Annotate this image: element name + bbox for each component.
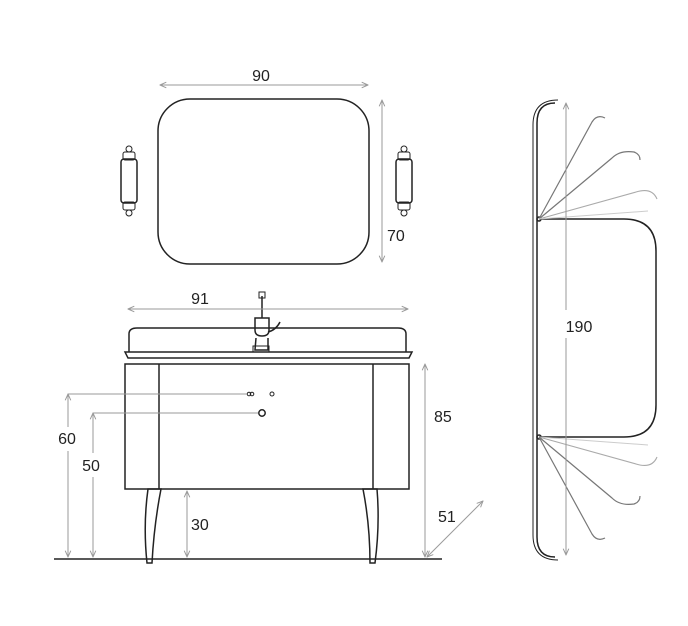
- mirror-group: 90 70: [157, 68, 405, 265]
- faucet: [252, 291, 281, 353]
- drain-high-leader: [67, 393, 247, 427]
- drain-high-label: 60: [58, 431, 76, 448]
- side-cabinet-profile: [539, 218, 657, 438]
- vanity-group: 91 85 51 30 60: [54, 291, 483, 564]
- side-view-group: 190: [532, 99, 658, 561]
- leg-left: [144, 488, 162, 564]
- lower-door-swing-arcs: [538, 436, 658, 540]
- vanity-depth-label: 51: [438, 509, 456, 526]
- drain-low-label: 50: [82, 458, 100, 475]
- countertop: [123, 351, 414, 359]
- mirror-height-label: 70: [387, 228, 405, 245]
- vanity-width-label: 91: [191, 291, 209, 308]
- vanity-depth-dimension-line: [427, 501, 483, 557]
- side-wall-profile: [536, 102, 556, 558]
- drain-low-leader: [92, 412, 258, 453]
- vanity-height-label: 85: [434, 409, 452, 426]
- water-connection-markers: [246, 391, 275, 417]
- mirror: [157, 98, 370, 265]
- washbasin: [128, 327, 407, 352]
- mirror-width-label: 90: [252, 68, 270, 85]
- side-height-label: 190: [566, 319, 593, 336]
- wall-lamp-left: [120, 145, 138, 217]
- leg-right: [362, 488, 379, 564]
- cabinet-body: [124, 363, 410, 490]
- leg-height-label: 30: [191, 517, 209, 534]
- upper-door-swing-arcs: [538, 116, 658, 220]
- wall-lamp-right: [395, 145, 413, 217]
